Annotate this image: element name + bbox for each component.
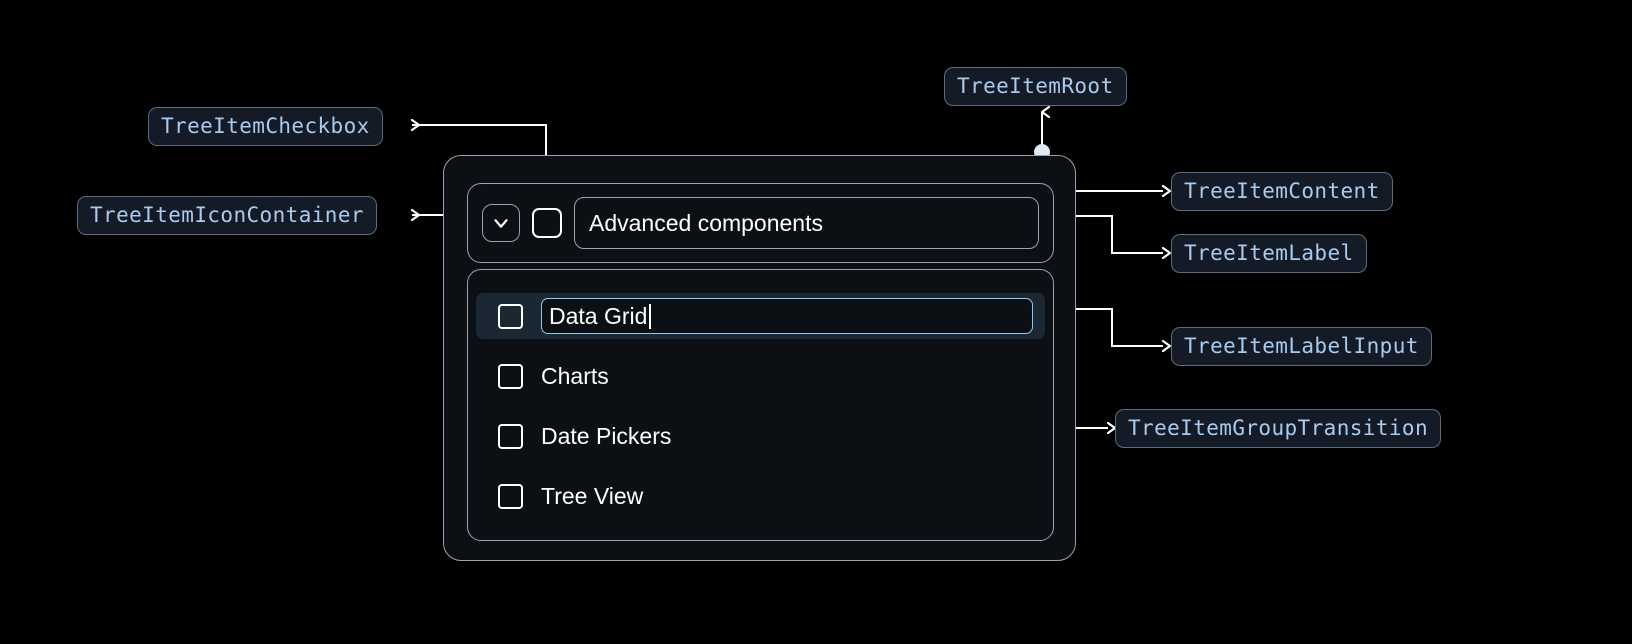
- tree-item-label: Charts: [541, 362, 609, 389]
- annotation-chip-tree-item-icon-container[interactable]: TreeItemIconContainer: [77, 196, 377, 235]
- tree-item-icon-container[interactable]: [482, 204, 520, 242]
- annotation-chip-tree-item-label[interactable]: TreeItemLabel: [1171, 234, 1367, 273]
- tree-item-root[interactable]: Advanced components Data Grid Charts Dat…: [443, 155, 1076, 561]
- tree-item-row-date-pickers[interactable]: Date Pickers: [476, 413, 1045, 459]
- annotation-label: TreeItemContent: [1184, 179, 1380, 203]
- annotation-chip-tree-item-root[interactable]: TreeItemRoot: [944, 67, 1127, 106]
- annotation-label: TreeItemLabel: [1184, 241, 1354, 265]
- text-caret: [649, 303, 652, 329]
- annotation-label: TreeItemIconContainer: [90, 203, 364, 227]
- tree-item-label-input[interactable]: Data Grid: [541, 298, 1033, 334]
- annotation-chip-tree-item-checkbox[interactable]: TreeItemCheckbox: [148, 107, 383, 146]
- tree-item-row-charts[interactable]: Charts: [476, 353, 1045, 399]
- tree-item-row-data-grid[interactable]: Data Grid: [476, 293, 1045, 339]
- tree-item-label: Date Pickers: [541, 422, 672, 449]
- tree-item-checkbox[interactable]: [498, 363, 523, 389]
- annotation-label: TreeItemGroupTransition: [1128, 416, 1428, 440]
- tree-item-row-tree-view[interactable]: Tree View: [476, 473, 1045, 519]
- tree-item-label-text: Advanced components: [589, 209, 823, 236]
- tree-item-checkbox[interactable]: [498, 303, 523, 329]
- tree-item-group-transition: Data Grid Charts Date Pickers Tree View: [467, 269, 1054, 541]
- tree-item-checkbox[interactable]: [498, 483, 523, 509]
- annotation-label: TreeItemRoot: [957, 74, 1114, 98]
- annotation-chip-tree-item-content[interactable]: TreeItemContent: [1171, 172, 1393, 211]
- tree-item-label: Tree View: [541, 482, 644, 509]
- annotation-chip-tree-item-label-input[interactable]: TreeItemLabelInput: [1171, 327, 1432, 366]
- tree-item-checkbox[interactable]: [532, 208, 562, 238]
- tree-item-label-input-value: Data Grid: [549, 302, 648, 329]
- tree-item-label[interactable]: Advanced components: [574, 197, 1039, 249]
- chevron-down-icon: [490, 212, 512, 234]
- annotation-chip-tree-item-group-transition[interactable]: TreeItemGroupTransition: [1115, 409, 1441, 448]
- tree-item-checkbox[interactable]: [498, 423, 523, 449]
- tree-item-content[interactable]: Advanced components: [467, 183, 1054, 263]
- annotation-label: TreeItemCheckbox: [161, 114, 370, 138]
- annotation-label: TreeItemLabelInput: [1184, 334, 1419, 358]
